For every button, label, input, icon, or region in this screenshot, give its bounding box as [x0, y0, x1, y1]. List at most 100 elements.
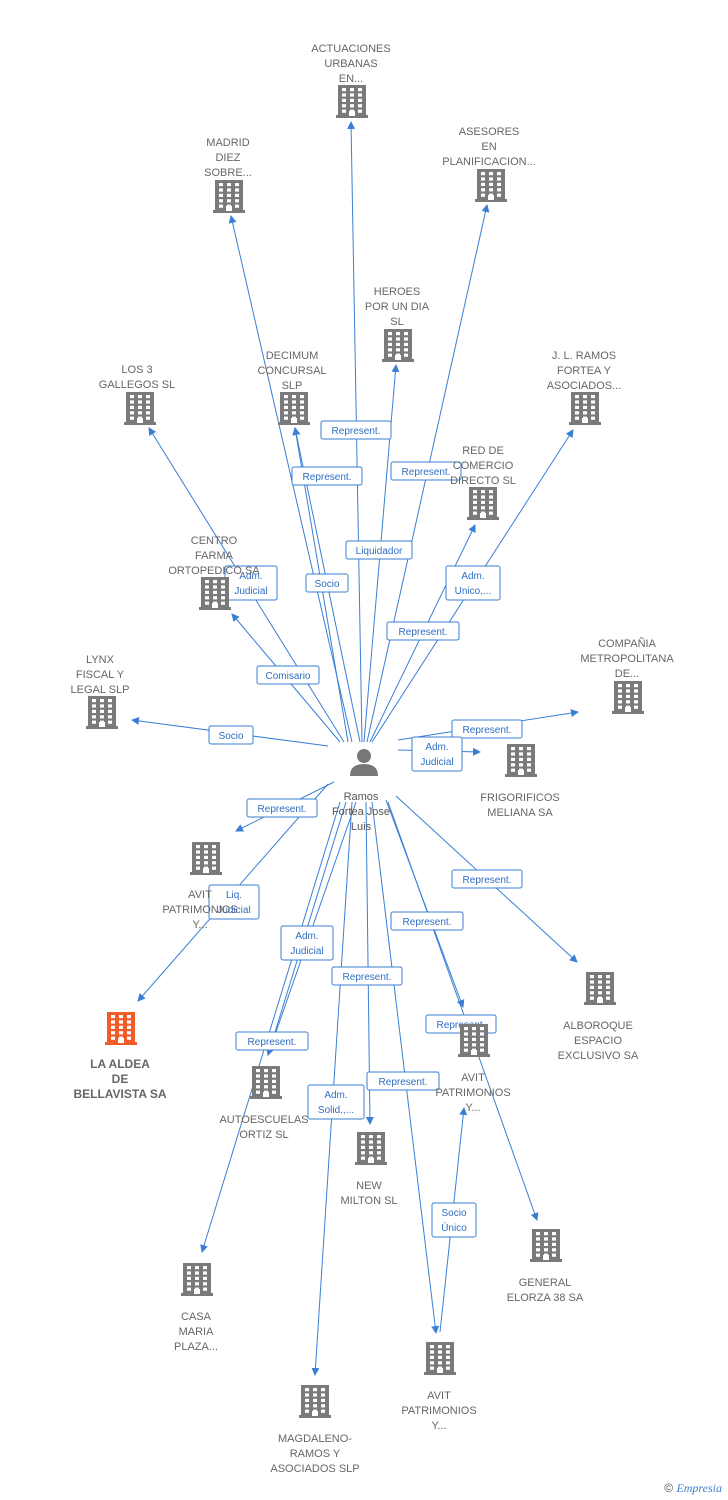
- edge-label[interactable]: Represent.: [366, 1071, 440, 1091]
- building-icon[interactable]: [199, 577, 231, 610]
- building-icon[interactable]: [424, 1342, 456, 1375]
- node-label-los3-line: LOS 3: [121, 364, 152, 376]
- edge-label[interactable]: Represent.: [320, 420, 392, 440]
- node-label-avitleft-line: Y...: [192, 919, 207, 931]
- building-icon[interactable]: [105, 1012, 137, 1045]
- edge-label-text: Represent.: [463, 725, 512, 736]
- edge-label[interactable]: Represent.: [291, 466, 363, 486]
- building-icon[interactable]: [190, 842, 222, 875]
- building-icon[interactable]: [382, 329, 414, 362]
- building-icon[interactable]: [612, 681, 644, 714]
- nodes-layer: ACTUACIONESURBANASEN...MADRIDDIEZSOBRE..…: [71, 43, 675, 1475]
- node-label-lynx-line: LYNX: [86, 654, 115, 666]
- node-label-autoescuelas: AUTOESCUELAS ORTIZ SL: [219, 1114, 308, 1141]
- edge-label[interactable]: Represent.: [331, 966, 403, 986]
- node-label-autoescuelas-line: AUTOESCUELAS: [219, 1114, 308, 1126]
- edge-label-text: Adm.: [461, 571, 484, 582]
- edge-label[interactable]: Adm.Judicial: [411, 736, 463, 772]
- edge-label[interactable]: Adm.Judicial: [280, 925, 334, 961]
- node-label-avitbottom-line: Y...: [431, 1420, 446, 1432]
- node-label-madrid-line: DIEZ: [215, 152, 240, 164]
- edge-label[interactable]: Socio: [208, 725, 254, 745]
- node-label-alboroque-line: ESPACIO: [574, 1035, 623, 1047]
- node-label-avitbottom-line: AVIT: [427, 1390, 451, 1402]
- node-label-decimum-line: DECIMUM: [266, 350, 319, 362]
- node-label-asesores-line: EN: [481, 141, 496, 153]
- node-label-los3-line: GALLEGOS SL: [99, 379, 175, 391]
- building-icon[interactable]: [505, 744, 537, 777]
- edge-center-avitbottom: [371, 801, 440, 1334]
- building-icon[interactable]: [299, 1385, 331, 1418]
- building-icon[interactable]: [124, 392, 156, 425]
- edge-label-text: Represent.: [463, 875, 512, 886]
- building-icon[interactable]: [475, 169, 507, 202]
- edge-label[interactable]: Adm.Unico,...: [445, 565, 501, 601]
- edge-center-casamaria: [200, 801, 341, 1253]
- edge-label-text: Comisario: [265, 671, 310, 682]
- edge-label[interactable]: Represent.: [235, 1031, 309, 1051]
- building-icon[interactable]: [336, 85, 368, 118]
- edge-label[interactable]: Represent.: [386, 621, 460, 641]
- edge-label[interactable]: Represent.: [390, 461, 462, 481]
- edge-label[interactable]: Represent.: [451, 719, 523, 739]
- edge-label-text: Adm.: [239, 571, 262, 582]
- edge-label[interactable]: Adm.Solid.,...: [307, 1084, 365, 1120]
- edge-label-text: Represent.: [248, 1037, 297, 1048]
- edge-label[interactable]: Represent.: [390, 911, 464, 931]
- node-label-laaldea-line: DE: [112, 1072, 129, 1086]
- building-icon[interactable]: [250, 1066, 282, 1099]
- node-label-laaldea-line: LA ALDEA: [90, 1057, 150, 1071]
- edge-labels-layer: Represent.Represent.LiquidadorRepresent.…: [208, 420, 523, 1238]
- node-label-madrid-line: MADRID: [206, 137, 249, 149]
- node-label-asesores-line: PLANIFICACION...: [442, 156, 536, 168]
- building-icon[interactable]: [213, 180, 245, 213]
- edge-label-text: Solid.,...: [318, 1105, 354, 1116]
- node-label-center-line: Ramos: [344, 791, 379, 803]
- building-icon[interactable]: [278, 392, 310, 425]
- node-label-heroes-line: SL: [390, 316, 403, 328]
- node-label-magdaleno-line: MAGDALENO-: [278, 1433, 352, 1445]
- node-label-avitmid-line: AVIT: [461, 1072, 485, 1084]
- node-label-heroes-line: POR UN DIA: [365, 301, 430, 313]
- node-label-actuaciones-line: URBANAS: [324, 58, 377, 70]
- node-label-laaldea-line: BELLAVISTA SA: [73, 1087, 166, 1101]
- building-icon[interactable]: [458, 1024, 490, 1057]
- person-icon[interactable]: [350, 749, 378, 776]
- edge-label[interactable]: Represent.: [246, 798, 318, 818]
- node-label-avitmid-line: Y...: [465, 1102, 480, 1114]
- edge-label[interactable]: Liquidador: [345, 540, 413, 560]
- node-label-autoescuelas-line: ORTIZ SL: [239, 1129, 288, 1141]
- edge-label-text: Represent.: [402, 467, 451, 478]
- building-icon[interactable]: [584, 972, 616, 1005]
- building-icon[interactable]: [467, 487, 499, 520]
- edge-label[interactable]: Represent.: [451, 869, 523, 889]
- edge-label[interactable]: Socio: [305, 573, 349, 593]
- node-label-avitleft: AVITPATRIMONIOSY...: [162, 889, 237, 931]
- node-label-redcomercio-line: DIRECTO SL: [450, 475, 516, 487]
- edge-label[interactable]: Comisario: [256, 665, 320, 685]
- node-label-jlramos-line: FORTEA Y: [557, 365, 612, 377]
- node-label-casamaria-line: PLAZA...: [174, 1341, 218, 1353]
- edge-label-text: Socio: [218, 731, 243, 742]
- building-icon[interactable]: [569, 392, 601, 425]
- building-icon[interactable]: [181, 1263, 213, 1296]
- edge-label[interactable]: Liq.Judicial: [208, 884, 260, 920]
- node-label-magdaleno-line: ASOCIADOS SLP: [270, 1463, 359, 1475]
- building-icon[interactable]: [355, 1132, 387, 1165]
- node-label-casamaria-line: MARIA: [179, 1326, 215, 1338]
- building-icon[interactable]: [530, 1229, 562, 1262]
- edge-label-text: Adm.: [295, 931, 318, 942]
- empresia-logo[interactable]: Empresia: [676, 1481, 722, 1495]
- edge-label-text: Represent.: [258, 804, 307, 815]
- node-label-newmilton-line: NEW: [356, 1180, 382, 1192]
- building-icon[interactable]: [86, 696, 118, 729]
- node-label-center-line: Fortea Jose: [332, 806, 390, 818]
- node-label-centrofarma-line: ORTOPEDICO SA: [168, 565, 260, 577]
- node-label-avitmid: AVITPATRIMONIOSY...: [435, 1072, 510, 1114]
